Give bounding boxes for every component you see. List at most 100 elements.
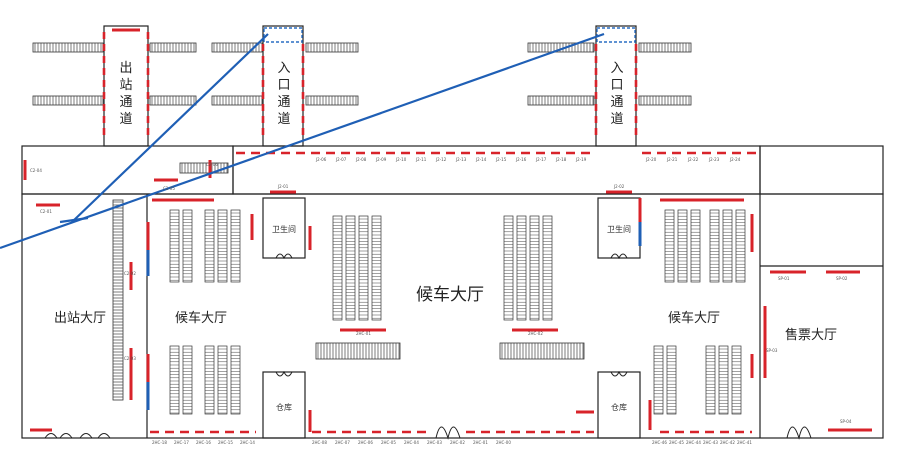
tag-j2-02: J2-02 bbox=[613, 184, 625, 189]
tags-corridor-right-item: J2-21 bbox=[666, 157, 678, 162]
doors bbox=[44, 253, 812, 440]
label-waiting-hall-left: 候车大厅 bbox=[175, 310, 227, 326]
tags-corridor-top-item: J2-10 bbox=[395, 157, 407, 162]
escalator-entr-right-upper bbox=[638, 42, 692, 53]
tags-bottom-right-item: 2HC-42 bbox=[720, 440, 735, 445]
escalator-entr-left-upper bbox=[527, 42, 595, 53]
tags-bottom-left-item: 2HC-15 bbox=[218, 440, 233, 445]
tag-c2-05: C2-05 bbox=[163, 186, 175, 191]
door-bottom-center bbox=[435, 426, 461, 440]
route-line-1 bbox=[0, 32, 605, 250]
seats-right-upper-a bbox=[664, 209, 701, 283]
escalator-exit-concourse bbox=[179, 162, 229, 174]
tags-corridor-top-item: J2-14 bbox=[475, 157, 487, 162]
tag-sp-01: SP-01 bbox=[778, 276, 790, 281]
tags-bottom-left-item: 2HC-14 bbox=[240, 440, 255, 445]
tags-bottom-right-item: 2HC-41 bbox=[737, 440, 752, 445]
tags-corridor-top-item: J2-06 bbox=[315, 157, 327, 162]
escalator-entl-right-lower bbox=[305, 95, 359, 106]
tags-corridor-top-item: J2-11 bbox=[415, 157, 427, 162]
label-entrance-passage-left: 入口通道 bbox=[277, 61, 290, 127]
escalator-exit-left-upper bbox=[32, 42, 104, 53]
escalator-entr-right-lower bbox=[638, 95, 692, 106]
door-storage-right bbox=[610, 370, 628, 377]
tags-bottom-left-item: 2HC-16 bbox=[196, 440, 211, 445]
tags-bottom-right-item: 2HC-43 bbox=[703, 440, 718, 445]
seats-center-right bbox=[503, 215, 553, 321]
tags-corridor-top-item: J2-13 bbox=[455, 157, 467, 162]
tags-bottom-mid-item: 2HC-02 bbox=[450, 440, 465, 445]
tags-bottom-mid-item: 2HC-00 bbox=[496, 440, 511, 445]
tag-c2-03: C2-03 bbox=[124, 356, 136, 361]
door-restroom-right bbox=[610, 253, 628, 260]
seats-left-lower-b bbox=[204, 345, 241, 415]
seats-right-upper-b bbox=[709, 209, 746, 283]
label-exit-hall: 出站大厅 bbox=[54, 311, 106, 326]
seats-left-upper-b bbox=[204, 209, 241, 283]
escalator-entr-left-lower bbox=[527, 95, 595, 106]
tags-bottom-mid-item: 2HC-06 bbox=[358, 440, 373, 445]
label-restroom-left: 卫生间 bbox=[272, 224, 296, 234]
escalator-exit-hall-vertical bbox=[112, 199, 124, 401]
tags-corridor-right-item: J2-24 bbox=[729, 157, 741, 162]
entrance-left-top-marker bbox=[263, 27, 303, 43]
tag-hc-center-left: 2HC-01 bbox=[356, 331, 371, 336]
gates-group bbox=[23, 28, 872, 434]
seating-group bbox=[169, 209, 746, 415]
tags-corridor-top-item: J2-18 bbox=[555, 157, 567, 162]
escalator-exit-right-lower bbox=[149, 95, 197, 106]
tags-corridor-right-item: J2-23 bbox=[708, 157, 720, 162]
tags-bottom-left: 2HC-18 2HC-17 2HC-16 2HC-15 2HC-14 bbox=[152, 440, 255, 445]
escalator-exit-left-lower bbox=[32, 95, 104, 106]
tags-bottom-mid-item: 2HC-08 bbox=[312, 440, 327, 445]
tags-corridor-top-item: J2-17 bbox=[535, 157, 547, 162]
tags-bottom-right-item: 2HC-46 bbox=[652, 440, 667, 445]
tag-sp-04: SP-04 bbox=[840, 419, 852, 424]
tag-sp-03: SP-03 bbox=[766, 348, 778, 353]
wall-main-hall bbox=[21, 193, 884, 439]
tags-corridor-top-item: J2-08 bbox=[355, 157, 367, 162]
door-storage-left bbox=[275, 370, 293, 377]
label-ticket-hall: 售票大厅 bbox=[785, 327, 837, 343]
tags-bottom-mid-item: 2HC-07 bbox=[335, 440, 350, 445]
route-lines bbox=[0, 32, 605, 250]
escalator-exit-right-upper bbox=[149, 42, 197, 53]
tags-corridor-top-item: J2-12 bbox=[435, 157, 447, 162]
label-entrance-passage-right: 入口通道 bbox=[610, 61, 623, 127]
seats-right-lower-a bbox=[653, 345, 677, 415]
tags-bottom-right-item: 2HC-45 bbox=[669, 440, 684, 445]
route-line-2 bbox=[71, 33, 269, 223]
tags-bottom-left-item: 2HC-18 bbox=[152, 440, 167, 445]
tags-bottom-mid-item: 2HC-05 bbox=[381, 440, 396, 445]
tag-c2-02: C2-02 bbox=[124, 271, 136, 276]
escalators-group bbox=[32, 42, 692, 401]
label-storage-right: 仓库 bbox=[611, 402, 627, 412]
label-exit-passage: 出站通道 bbox=[119, 61, 132, 127]
route-line-3 bbox=[59, 216, 89, 224]
label-storage-left: 仓库 bbox=[276, 402, 292, 412]
tags-corridor-right-item: J2-20 bbox=[645, 157, 657, 162]
label-waiting-hall-right: 候车大厅 bbox=[668, 310, 720, 326]
escalator-center-right bbox=[499, 342, 585, 360]
tag-sp-02: SP-02 bbox=[836, 276, 848, 281]
label-restroom-right: 卫生间 bbox=[607, 224, 631, 234]
wall-right-upper-block bbox=[759, 145, 884, 195]
seats-right-lower-b bbox=[705, 345, 742, 415]
tags-bottom-right-item: 2HC-44 bbox=[686, 440, 701, 445]
tag-c2-06: C2-06 bbox=[206, 162, 218, 167]
tags-bottom-mid-item: 2HC-01 bbox=[473, 440, 488, 445]
entrance-right-top-marker bbox=[596, 27, 636, 43]
tags-corridor-top-item: J2-16 bbox=[515, 157, 527, 162]
tags-bottom-left-item: 2HC-17 bbox=[174, 440, 189, 445]
door-restroom-left bbox=[275, 253, 293, 260]
tag-c2-04: C2-04 bbox=[30, 168, 42, 173]
tags-corridor-top-item: J2-15 bbox=[495, 157, 507, 162]
label-waiting-hall-main: 候车大厅 bbox=[416, 285, 484, 305]
escalator-entl-right-upper bbox=[305, 42, 359, 53]
tag-hc-center-right: 2HC-02 bbox=[528, 331, 543, 336]
